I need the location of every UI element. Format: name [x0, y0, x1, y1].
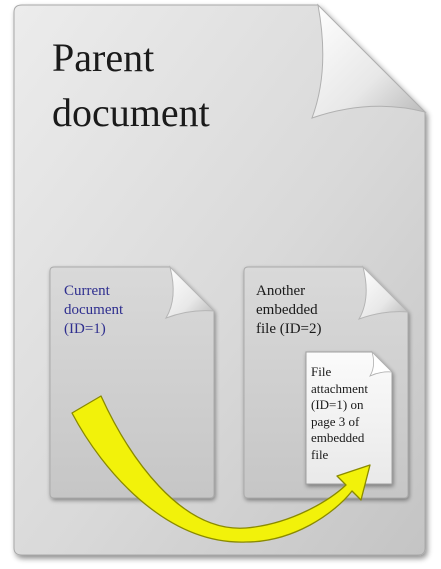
parent-document-title: Parent document [52, 35, 210, 135]
file-attachment-label: File attachment (ID=1) on page 3 of embe… [311, 364, 369, 462]
current-document-label: Current document (ID=1) [64, 283, 124, 337]
file-attachment-icon [305, 350, 394, 485]
embedded-file-label: Another embedded file (ID=2) [256, 283, 322, 337]
arrow-icon [71, 395, 371, 543]
